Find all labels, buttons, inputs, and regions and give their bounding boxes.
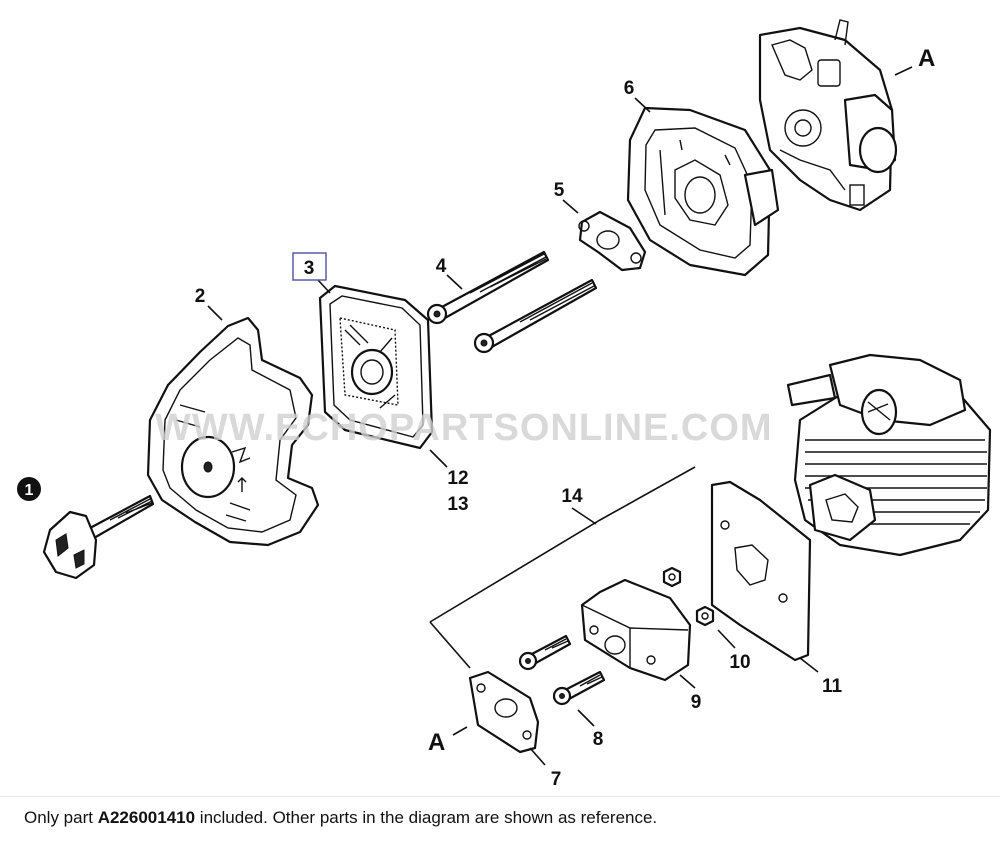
long-bolts-drawing: [426, 250, 598, 354]
callout-11[interactable]: 11: [822, 676, 843, 697]
callout-8[interactable]: 8: [593, 729, 604, 750]
callout-14[interactable]: 14: [561, 486, 583, 507]
carb-gasket-drawing: [468, 670, 540, 754]
air-cleaner-cover-drawing: [146, 316, 320, 547]
carburetor-drawing: [758, 19, 898, 212]
air-filter-element-drawing: [318, 284, 434, 450]
callout-12[interactable]: 12: [447, 468, 468, 489]
callout-3-highlight-box: [292, 252, 327, 281]
callout-6[interactable]: 6: [624, 78, 635, 99]
footer-part-number: A226001410: [97, 808, 196, 827]
cylinder-drawing: [786, 353, 992, 557]
nuts-drawing: [662, 566, 715, 627]
callout-3[interactable]: 3: [304, 258, 315, 279]
large-gasket-drawing: [710, 480, 812, 662]
small-gasket-drawing: [578, 210, 647, 272]
reference-label-a-top: A: [918, 45, 935, 72]
callout-4[interactable]: 4: [436, 256, 447, 277]
leader-lines: [207, 66, 913, 766]
callout-13[interactable]: 13: [447, 494, 468, 515]
callout-2[interactable]: 2: [195, 286, 206, 307]
insulator-drawing: [580, 578, 692, 682]
callout-1[interactable]: 1: [25, 482, 34, 499]
footer-note: Only part A226001410 included. Other par…: [24, 808, 984, 828]
callout-7[interactable]: 7: [551, 769, 562, 790]
knob-bolt-drawing: [42, 494, 155, 580]
footer-suffix: included. Other parts in the diagram are…: [195, 808, 658, 827]
footer-prefix: Only part: [24, 808, 98, 827]
callout-5[interactable]: 5: [554, 180, 565, 201]
callout-1-badge: [17, 477, 41, 501]
short-bolts-drawing: [518, 634, 606, 706]
callout-9[interactable]: 9: [691, 692, 702, 713]
watermark-text: WWW.ECHOPARTSONLINE.COM: [155, 407, 773, 449]
reference-label-a-bottom: A: [428, 729, 445, 756]
callout-10[interactable]: 10: [729, 652, 750, 673]
footer-divider: [0, 796, 1000, 797]
exploded-parts-diagram: WWW.ECHOPARTSONLINE.COM A A 1 2 3 4 5 6 …: [17, 19, 992, 790]
air-filter-base-drawing: [626, 106, 780, 277]
